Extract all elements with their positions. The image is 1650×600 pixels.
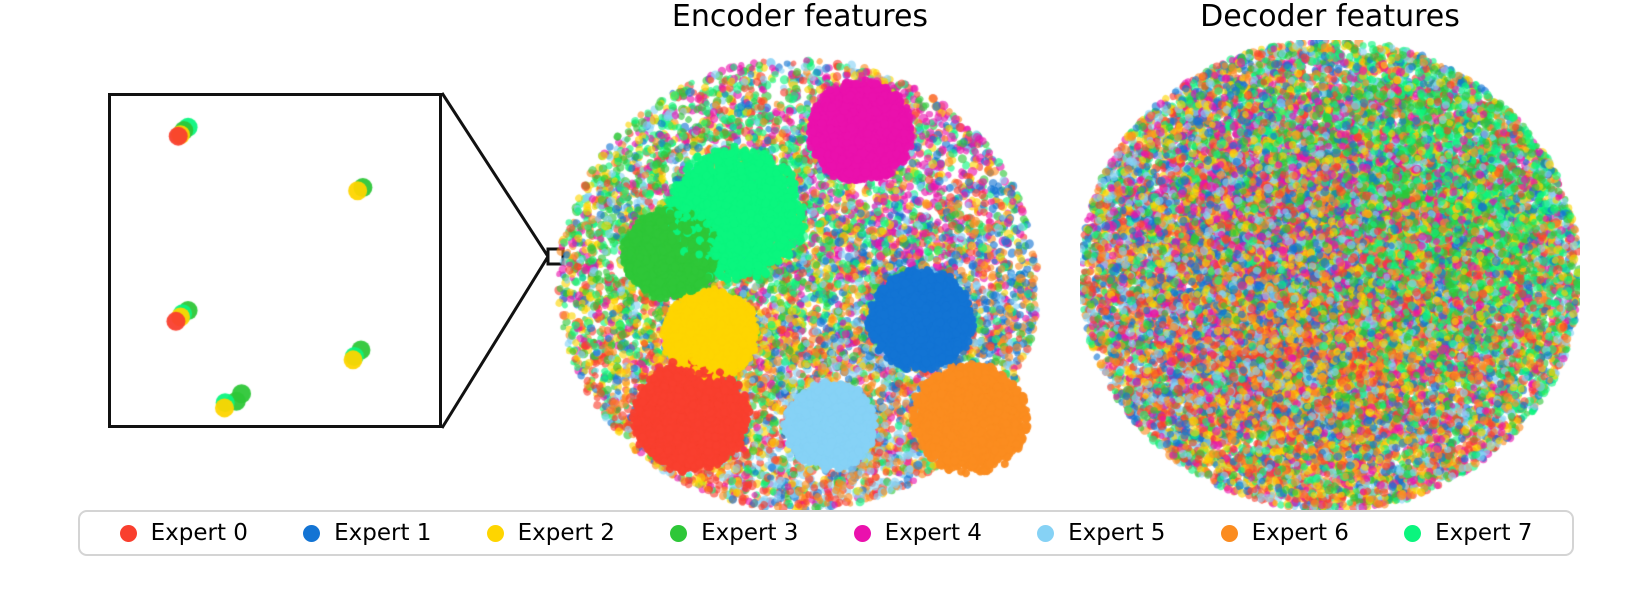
legend-item-expert-0[interactable]: Expert 0	[119, 519, 248, 546]
legend-swatch-expert-1	[303, 524, 321, 542]
magnified-region-inset	[108, 93, 442, 428]
legend-item-expert-4[interactable]: Expert 4	[853, 519, 982, 546]
legend-item-expert-1[interactable]: Expert 1	[303, 519, 432, 546]
legend-item-expert-3[interactable]: Expert 3	[670, 519, 799, 546]
legend-label-expert-4: Expert 4	[884, 519, 982, 546]
decoder-scatter-canvas	[1080, 40, 1580, 510]
magnifier-line-bottom	[440, 255, 550, 429]
decoder-panel-title: Decoder features	[1200, 0, 1460, 34]
encoder-scatter-panel	[548, 40, 1048, 510]
legend-swatch-expert-6	[1220, 524, 1238, 542]
legend-item-expert-2[interactable]: Expert 2	[486, 519, 615, 546]
encoder-scatter-canvas	[548, 40, 1048, 510]
legend-item-expert-5[interactable]: Expert 5	[1037, 519, 1166, 546]
legend-label-expert-0: Expert 0	[150, 519, 248, 546]
legend-item-expert-7[interactable]: Expert 7	[1404, 519, 1533, 546]
legend-label-expert-2: Expert 2	[517, 519, 615, 546]
expert-legend: Expert 0 Expert 1 Expert 2 Expert 3 Expe…	[78, 510, 1574, 556]
legend-item-expert-6[interactable]: Expert 6	[1220, 519, 1349, 546]
legend-label-expert-7: Expert 7	[1435, 519, 1533, 546]
encoder-panel-title: Encoder features	[671, 0, 929, 34]
inset-scatter-canvas	[111, 96, 439, 425]
legend-label-expert-6: Expert 6	[1251, 519, 1349, 546]
legend-swatch-expert-5	[1037, 524, 1055, 542]
magnifier-line-top	[440, 92, 550, 258]
decoder-scatter-panel	[1080, 40, 1580, 510]
legend-swatch-expert-7	[1404, 524, 1422, 542]
legend-label-expert-1: Expert 1	[334, 519, 432, 546]
legend-swatch-expert-0	[119, 524, 137, 542]
legend-swatch-expert-4	[853, 524, 871, 542]
legend-label-expert-3: Expert 3	[701, 519, 799, 546]
legend-label-expert-5: Expert 5	[1068, 519, 1166, 546]
legend-swatch-expert-2	[486, 524, 504, 542]
legend-swatch-expert-3	[670, 524, 688, 542]
